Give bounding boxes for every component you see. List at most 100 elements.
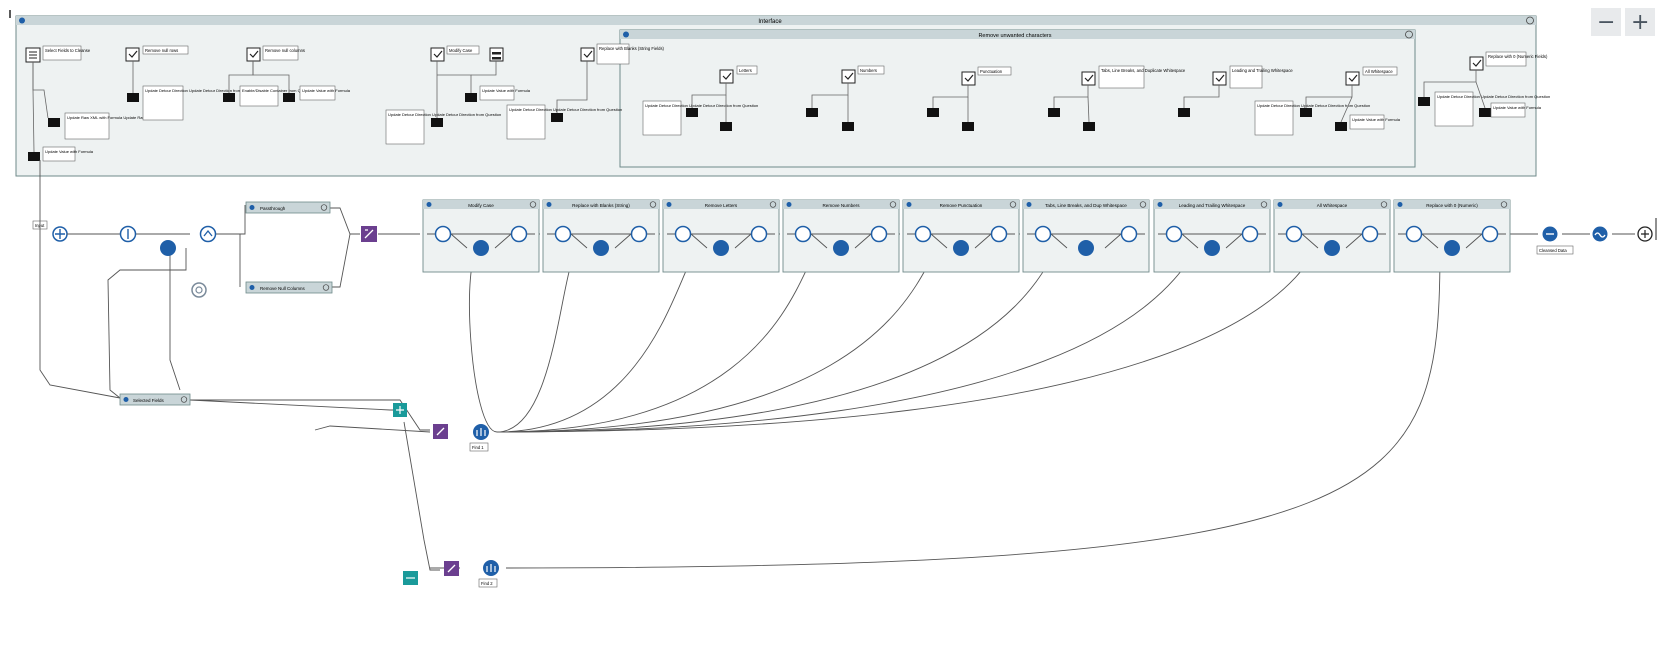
update-detour-label-3: Update Detour Direction Update Detour Di… [509, 107, 622, 112]
container-remove-letters[interactable]: Remove Letters [662, 199, 780, 273]
find2-label: Find 2 [481, 581, 493, 586]
passthrough-container[interactable]: Passthrough [245, 201, 331, 214]
detour-start-tool[interactable] [914, 225, 932, 243]
select-tool[interactable] [119, 225, 137, 243]
container-modify-case[interactable]: Modify Case [422, 199, 540, 273]
detour-end-tool[interactable] [990, 225, 1008, 243]
detour-end-tool[interactable] [1120, 225, 1138, 243]
container-leading-and-trailing-whitespace[interactable]: Leading and Trailing Whitespace [1153, 199, 1271, 273]
question-numbers[interactable]: Numbers [841, 65, 885, 84]
detour-start-tool[interactable] [1034, 225, 1052, 243]
container-title: Replace with Blanks (String) [572, 203, 630, 208]
filter-tool[interactable] [160, 240, 176, 256]
detour-end-tool[interactable] [630, 225, 648, 243]
container-all-whitespace[interactable]: All Whitespace [1273, 199, 1391, 273]
update-raw-xml-label: Update Raw XML with Formula Update Raw X… [67, 115, 179, 120]
question-letters[interactable]: Letters [719, 65, 758, 84]
zoom-out-button[interactable]: − [1591, 8, 1621, 36]
detour-start-tool[interactable] [1285, 225, 1303, 243]
all-whitespace-label: All Whitespace [1365, 69, 1393, 74]
detour-end-tool[interactable] [870, 225, 888, 243]
interface-title: Interface [758, 19, 782, 25]
formula-tool-2[interactable] [444, 561, 459, 576]
detour-end-tool[interactable] [750, 225, 768, 243]
question-tabs[interactable]: Tabs, Line Breaks, and Duplicate Whitesp… [1081, 65, 1186, 89]
container-remove-punctuation[interactable]: Remove Punctuation [902, 199, 1020, 273]
question-dropdown[interactable] [489, 47, 504, 62]
container-title: Remove Letters [705, 203, 738, 208]
remove-null-rows-label: Remove null rows [145, 48, 178, 53]
detour-end-tool[interactable] [1241, 225, 1259, 243]
container-replace-with-0-numeric[interactable]: Replace with 0 (Numeric) [1393, 199, 1511, 273]
find-tool-1[interactable]: Find 1 [469, 424, 489, 452]
zoom-in-button[interactable]: + [1625, 8, 1655, 36]
container-title: Remove Punctuation [940, 203, 983, 208]
formula-tool-1[interactable] [433, 424, 448, 439]
output-formula-tool[interactable] [1592, 226, 1608, 242]
detour-tool[interactable] [199, 225, 217, 243]
container-tabs-line-breaks-and-dup-whitespace[interactable]: Tabs, Line Breaks, and Dup Whitespace [1022, 199, 1150, 273]
find-tool-2[interactable]: Find 2 [478, 560, 499, 588]
detour-start-tool[interactable] [1165, 225, 1183, 243]
question-modify-case[interactable]: Modify Case [430, 45, 480, 62]
remove-null-columns-label: Remove null columns [265, 48, 305, 53]
remove-characters-container[interactable]: Remove unwanted characters [619, 29, 1416, 168]
browse-tool-2[interactable] [403, 571, 418, 585]
formula-tool[interactable] [1444, 240, 1460, 256]
question-select-fields[interactable]: Select Fields to Cleanse [25, 45, 91, 63]
container-title: Remove Numbers [822, 203, 860, 208]
detour-start-tool[interactable] [794, 225, 812, 243]
container-title: Modify Case [468, 203, 494, 208]
question-remove-null-columns[interactable]: Remove null columns [246, 45, 305, 62]
formula-tool[interactable] [593, 240, 609, 256]
container-replace-with-blanks-string[interactable]: Replace with Blanks (String) [542, 199, 660, 273]
selected-fields-container[interactable]: Selected Fields [119, 393, 191, 406]
letters-label: Letters [739, 68, 752, 73]
detour-start-tool[interactable] [674, 225, 692, 243]
question-remove-null-rows[interactable]: Remove null rows [125, 45, 189, 62]
enable-disable-label: Enable/Disable Container from Question [242, 88, 314, 93]
question-replace-zero[interactable]: Replace with 0 (Numeric Fields) [1469, 51, 1548, 71]
remove-null-columns-container-label: Remove Null Columns [260, 286, 306, 291]
detour-end-tool[interactable] [1481, 225, 1499, 243]
update-detour-label-6: Update Detour Direction Update Detour Di… [1437, 94, 1550, 99]
update-detour-label-1: Update Detour Direction Update Detour Di… [145, 88, 258, 93]
container-remove-numbers[interactable]: Remove Numbers [782, 199, 900, 273]
gear-tool[interactable] [191, 282, 207, 298]
formula-tool[interactable] [953, 240, 969, 256]
question-leading[interactable]: Leading and Trailing Whitespace [1212, 65, 1293, 89]
formula-tool[interactable] [1324, 240, 1340, 256]
remove-null-columns-container[interactable]: Remove Null Columns [245, 281, 333, 294]
detour-end-tool[interactable] [1361, 225, 1379, 243]
select-fields-label: Select Fields to Cleanse [45, 48, 91, 53]
input-tool[interactable]: Input [32, 220, 68, 242]
container-title: All Whitespace [1317, 203, 1348, 208]
dynamic-rename-tool[interactable] [361, 226, 377, 242]
punctuation-label: Punctuation [980, 69, 1003, 74]
tabs-label: Tabs, Line Breaks, and Duplicate Whitesp… [1101, 68, 1186, 73]
detour-start-tool[interactable] [434, 225, 452, 243]
question-punctuation[interactable]: Punctuation [961, 66, 1012, 86]
formula-tool[interactable] [713, 240, 729, 256]
output-select-tool[interactable]: Cleansed Data [1536, 226, 1574, 255]
formula-tool[interactable] [473, 240, 489, 256]
update-value-label-2: Update Value with Formula [302, 88, 351, 93]
question-all-whitespace[interactable]: All Whitespace [1345, 66, 1398, 86]
question-replace-nulls[interactable]: Replace with Blanks (String Fields) [580, 43, 665, 65]
browse-tool-1[interactable] [393, 403, 407, 417]
interface-connectors [32, 61, 1486, 153]
detour-start-tool[interactable] [554, 225, 572, 243]
update-detour-label-4: Update Detour Direction Update Detour Di… [645, 103, 758, 108]
leading-label: Leading and Trailing Whitespace [1232, 68, 1293, 73]
detour-start-tool[interactable] [1405, 225, 1423, 243]
detour-end-tool[interactable] [510, 225, 528, 243]
formula-tool[interactable] [833, 240, 849, 256]
selected-fields-label: Selected Fields [133, 398, 165, 403]
container-title: Leading and Trailing Whitespace [1179, 203, 1246, 208]
formula-tool[interactable] [1078, 240, 1094, 256]
action-tools[interactable] [28, 93, 1491, 161]
formula-tool[interactable] [1204, 240, 1220, 256]
action-labels: Update Raw XML with Formula Update Raw X… [42, 85, 1550, 162]
output-macro-tool[interactable] [1637, 226, 1653, 242]
